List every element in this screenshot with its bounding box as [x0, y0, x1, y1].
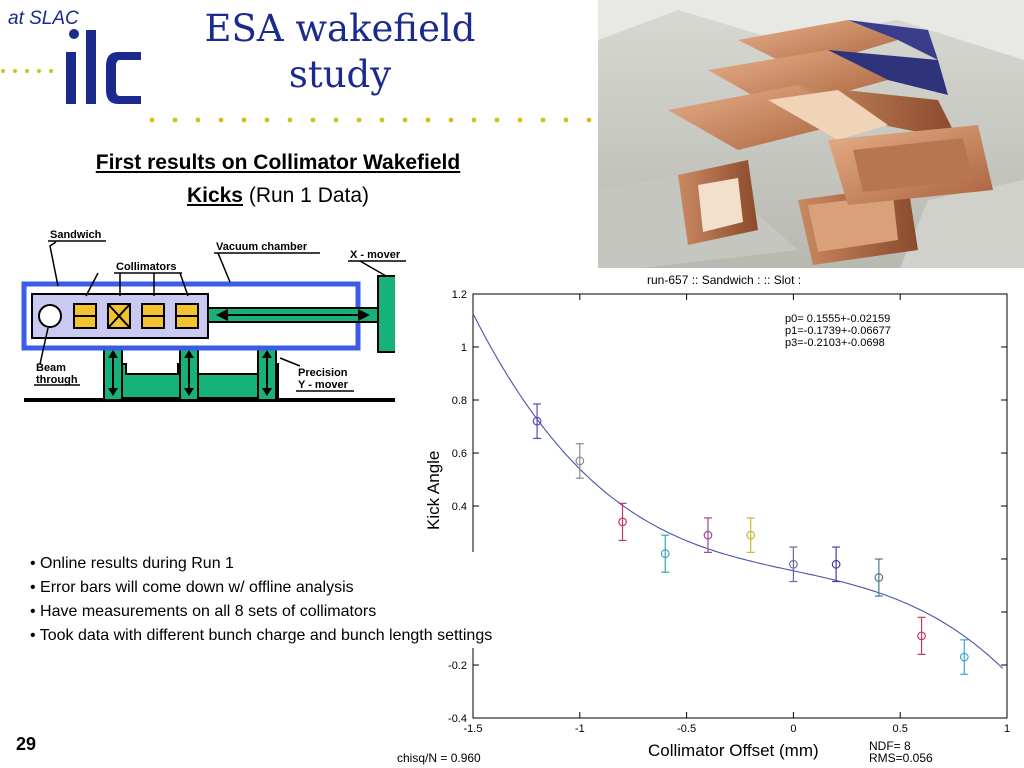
data-point [660, 549, 670, 559]
bullet-item: • Error bars will come down w/ offline a… [30, 579, 354, 596]
y-tick-label: 1 [461, 342, 467, 354]
divider-dot [195, 117, 201, 123]
divider-dot [517, 117, 523, 123]
label-collimators: Collimators [116, 261, 177, 273]
x-axis-label: Collimator Offset (mm) [648, 741, 819, 760]
page-number: 29 [16, 734, 37, 754]
x-tick-label: -0.5 [677, 723, 696, 735]
fit-param-p3: p3=-0.2103+-0.0698 [785, 337, 885, 349]
y-tick-label: -0.2 [448, 660, 467, 672]
bullet-item: • Took data with different bunch charge … [30, 627, 493, 644]
kick-angle-plot: -1.5-1-0.500.51 -0.4-0.200.20.40.60.811.… [395, 268, 1024, 768]
bullet-item: • Have measurements on all 8 sets of col… [30, 603, 377, 620]
data-point [874, 573, 884, 582]
data-point [831, 559, 841, 569]
slide-subtitle: First results on Collimator Wakefield Ki… [28, 146, 528, 212]
plot-header: run-657 :: Sandwich : :: Slot : [647, 273, 801, 287]
divider-dot [471, 117, 477, 123]
divider-dot [448, 117, 454, 123]
divider-dot [402, 117, 408, 123]
data-point [917, 631, 926, 641]
chisq-text: chisq/N = 0.960 [397, 751, 481, 765]
x-tick-label: 0.5 [893, 723, 908, 735]
subtitle-bold-kicks: Kicks [186, 184, 243, 207]
x-tick-label: -1 [575, 723, 585, 735]
x-tick-label: 0 [790, 723, 796, 735]
divider-dot [586, 117, 592, 123]
x-tick-label: -1.5 [464, 723, 483, 735]
divider-dot [333, 117, 339, 123]
label-x-mover: X - mover [350, 249, 401, 261]
collimator-photo [598, 0, 1024, 273]
y-tick-label: 1.2 [452, 289, 467, 301]
slide-title-line-1: ESA wakefield [204, 7, 476, 50]
label-through: through [36, 374, 78, 386]
label-vacuum-chamber: Vacuum chamber [216, 241, 308, 253]
rms-text: RMS=0.056 [869, 751, 933, 765]
title-dot-divider [149, 117, 592, 123]
data-point [575, 456, 585, 466]
divider-dot [218, 117, 224, 123]
label-sandwich: Sandwich [50, 229, 102, 241]
y-tick-label: 0.6 [452, 448, 467, 460]
divider-dot [149, 117, 155, 123]
divider-dot [540, 117, 546, 123]
data-point [703, 530, 713, 540]
data-point [959, 652, 969, 662]
ilc-logo [66, 29, 141, 104]
data-point [746, 530, 756, 540]
logo-dot-line [1, 69, 53, 73]
slide-title-line-2: study [288, 53, 392, 96]
divider-dot [494, 117, 500, 123]
data-point [789, 559, 798, 569]
divider-dot [241, 117, 247, 123]
label-beam: Beam [36, 362, 66, 374]
fit-curve [472, 313, 1004, 669]
y-tick-label: 0.8 [452, 395, 467, 407]
bullet-item: • Online results during Run 1 [30, 555, 234, 572]
divider-dot [356, 117, 362, 123]
divider-dot [264, 117, 270, 123]
logo-at-slac-text: at SLAC [8, 8, 79, 29]
label-precision: Precision [298, 367, 348, 379]
subtitle-run-data: (Run 1 Data) [248, 184, 370, 207]
slide-title: ESA wakefield study [180, 6, 500, 98]
divider-dot [425, 117, 431, 123]
fit-param-p1: p1=-0.1739+-0.06677 [785, 325, 891, 337]
divider-dot [563, 117, 569, 123]
fit-param-p0: p0= 0.1555+-0.02159 [785, 313, 890, 325]
divider-dot [172, 117, 178, 123]
divider-dot [310, 117, 316, 123]
bullet-list: • Online results during Run 1 • Error ba… [30, 552, 624, 648]
subtitle-bold-line-1: First results on Collimator Wakefield [95, 151, 461, 174]
y-tick-label: 0.4 [452, 501, 467, 513]
label-y-mover: Y - mover [298, 379, 349, 391]
divider-dot [287, 117, 293, 123]
x-tick-label: 1 [1004, 723, 1010, 735]
beam-circle [38, 304, 62, 328]
y-axis-label: Kick Angle [424, 451, 443, 530]
collimator-schematic: Sandwich Collimators Vacuum chamber X - … [21, 229, 412, 402]
divider-dot [379, 117, 385, 123]
data-point [618, 517, 627, 527]
y-tick-label: -0.4 [448, 713, 467, 725]
ndf-text: NDF= 8 [869, 739, 911, 753]
data-point [532, 416, 542, 426]
